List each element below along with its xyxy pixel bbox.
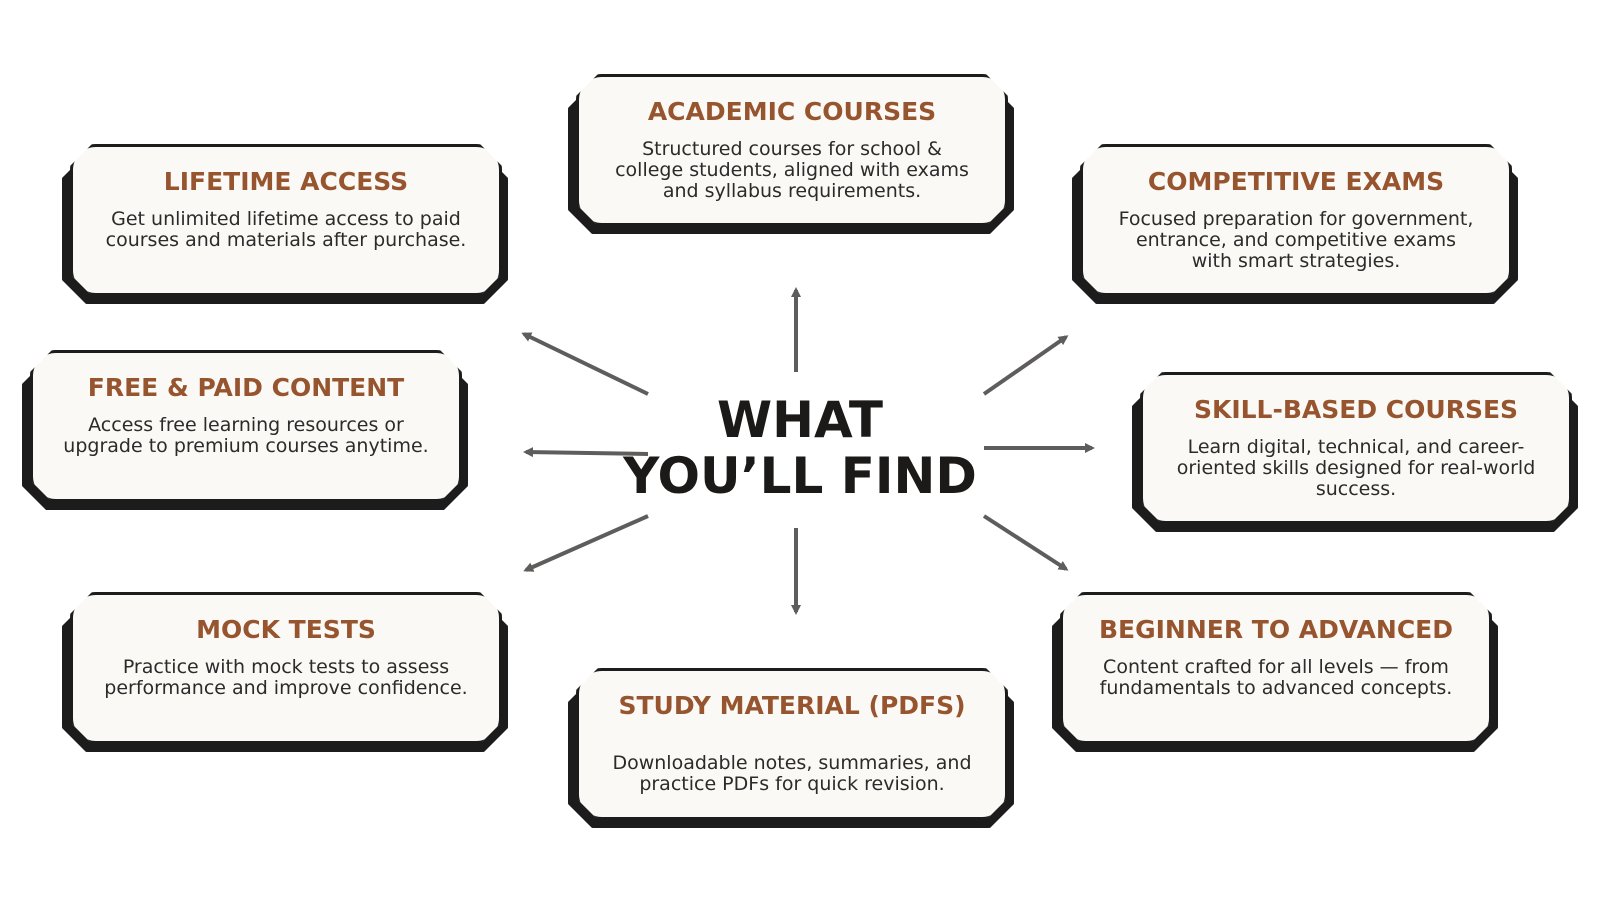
card-study-material: STUDY MATERIAL (PDFS) Downloadable notes… [576, 668, 1008, 820]
arrow-up-left [521, 332, 649, 396]
card-skill-based-courses: SKILL-BASED COURSES Learn digital, techn… [1140, 372, 1572, 524]
card-beginner-to-advanced: BEGINNER TO ADVANCED Content crafted for… [1060, 592, 1492, 744]
card-face: FREE & PAID CONTENT Access free learning… [30, 350, 462, 502]
card-face: ACADEMIC COURSES Structured courses for … [576, 74, 1008, 226]
card-face: SKILL-BASED COURSES Learn digital, techn… [1140, 372, 1572, 524]
card-title: LIFETIME ACCESS [163, 167, 409, 196]
center-heading-line2: YOU’LL FIND [623, 447, 977, 505]
card-title: FREE & PAID CONTENT [87, 373, 405, 402]
card-title: COMPETITIVE EXAMS [1147, 167, 1445, 196]
card-lifetime-access: LIFETIME ACCESS Get unlimited lifetime a… [70, 144, 502, 296]
arrow-down-right [982, 514, 1069, 571]
card-face: STUDY MATERIAL (PDFS) Downloadable notes… [576, 668, 1008, 820]
arrow-up-right [982, 335, 1069, 396]
card-description: Practice with mock tests to assess perfo… [104, 656, 468, 699]
card-description: Content crafted for all levels — from fu… [1099, 656, 1453, 699]
card-academic-courses: ACADEMIC COURSES Structured courses for … [576, 74, 1008, 226]
card-face: BEGINNER TO ADVANCED Content crafted for… [1060, 592, 1492, 744]
card-face: MOCK TESTS Practice with mock tests to a… [70, 592, 502, 744]
card-face: LIFETIME ACCESS Get unlimited lifetime a… [70, 144, 502, 296]
card-title: ACADEMIC COURSES [647, 97, 937, 126]
card-face: COMPETITIVE EXAMS Focused preparation fo… [1080, 144, 1512, 296]
card-description: Learn digital, technical, and career-ori… [1176, 436, 1536, 500]
arrow-down-left [523, 514, 649, 572]
card-description: Downloadable notes, summaries, and pract… [612, 752, 972, 795]
card-free-paid-content: FREE & PAID CONTENT Access free learning… [30, 350, 462, 502]
card-title: MOCK TESTS [196, 615, 376, 644]
card-description: Structured courses for school & college … [615, 138, 969, 202]
card-title: SKILL-BASED COURSES [1193, 395, 1519, 424]
card-title: STUDY MATERIAL (PDFS) [618, 691, 966, 720]
card-description: Access free learning resources or upgrad… [63, 414, 429, 457]
card-mock-tests: MOCK TESTS Practice with mock tests to a… [70, 592, 502, 744]
card-title: BEGINNER TO ADVANCED [1098, 615, 1454, 644]
card-description: Get unlimited lifetime access to paid co… [105, 208, 467, 251]
card-competitive-exams: COMPETITIVE EXAMS Focused preparation fo… [1080, 144, 1512, 296]
arrow-left [523, 447, 649, 458]
center-heading: WHAT YOU’LL FIND [610, 392, 990, 504]
card-description: Focused preparation for government, entr… [1118, 208, 1474, 272]
center-heading-line1: WHAT [717, 391, 883, 449]
